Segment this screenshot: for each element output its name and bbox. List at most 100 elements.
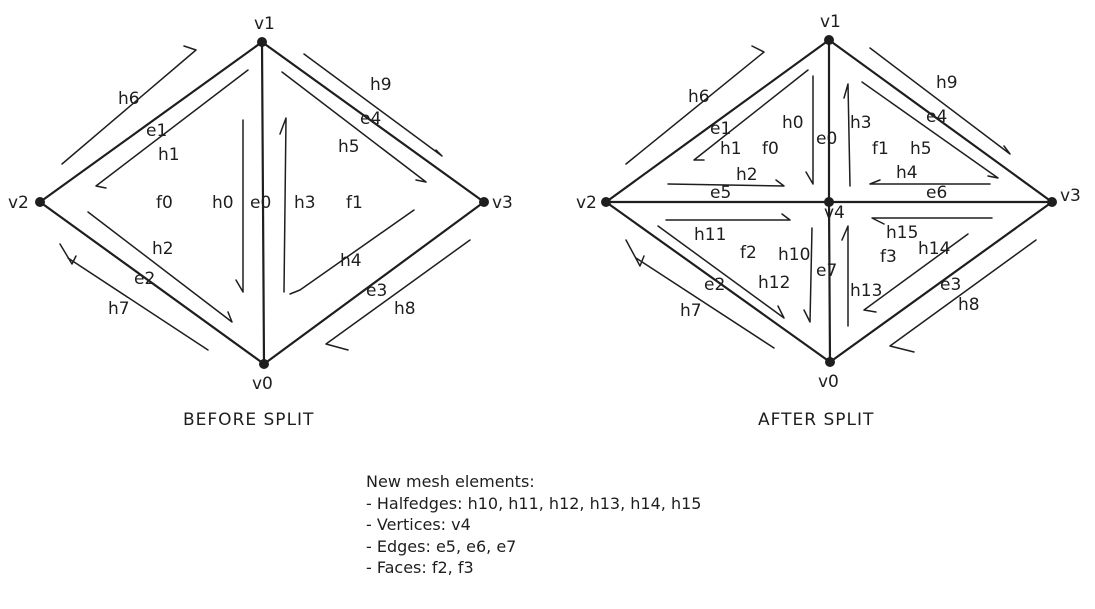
- label-h4: h4: [896, 163, 918, 183]
- halfedge-h7-arrow: [625, 239, 775, 349]
- label-h1: h1: [158, 145, 180, 165]
- edge-e3: [828, 200, 1054, 364]
- vertex-v2: [601, 197, 611, 207]
- label-h2: h2: [152, 239, 174, 259]
- halfedge-h0-arrow: [235, 119, 244, 293]
- label-f0: f0: [762, 139, 779, 159]
- label-h12: h12: [758, 273, 790, 293]
- edge-e1: [604, 38, 831, 204]
- label-f0: f0: [156, 193, 173, 213]
- halfedge-h4-arrow: [289, 209, 415, 295]
- label-h9: h9: [936, 73, 958, 93]
- before-split-panel: v1 v2 v3 v0 e0 e1 e2 e3 e4 f0 f1 h0 h1 h…: [8, 14, 513, 430]
- halfedge-h3-arrow: [843, 83, 851, 187]
- vertex-v2: [35, 197, 45, 207]
- halfedge-h13-arrow: [841, 225, 849, 327]
- before-split-caption: BEFORE SPLIT: [183, 410, 314, 430]
- halfedge-h3-arrow: [279, 117, 287, 293]
- label-e5: e5: [710, 183, 731, 203]
- notes-item-halfedges: - Halfedges: h10, h11, h12, h13, h14, h1…: [366, 493, 702, 513]
- edge-e0: [260, 40, 266, 366]
- label-h4: h4: [340, 251, 362, 271]
- edge-e1: [38, 40, 264, 204]
- label-f3: f3: [880, 247, 897, 267]
- label-f2: f2: [740, 243, 757, 263]
- label-h11: h11: [694, 225, 726, 245]
- label-h3: h3: [850, 113, 872, 133]
- label-e4: e4: [360, 109, 381, 129]
- halfedge-h10-arrow: [803, 227, 813, 323]
- halfedge-h1-arrow: [693, 69, 809, 161]
- notes-item-edges: - Edges: e5, e6, e7: [366, 536, 517, 556]
- edge-e3: [262, 200, 486, 366]
- label-v3: v3: [1060, 186, 1081, 206]
- label-h13: h13: [850, 281, 882, 301]
- edge-e4: [827, 38, 1054, 204]
- edge-e2: [604, 200, 832, 364]
- label-h9: h9: [370, 75, 392, 95]
- label-e3: e3: [366, 281, 387, 301]
- vertex-v0: [259, 359, 269, 369]
- label-h10: h10: [778, 245, 810, 265]
- label-e2: e2: [134, 269, 155, 289]
- label-e1: e1: [710, 119, 731, 139]
- notes-item-faces: - Faces: f2, f3: [366, 558, 474, 577]
- label-e7: e7: [816, 261, 837, 281]
- new-elements-notes: New mesh elements: - Halfedges: h10, h11…: [366, 471, 701, 579]
- halfedge-h9-arrow: [303, 53, 443, 157]
- label-h6: h6: [688, 87, 710, 107]
- label-h14: h14: [918, 239, 950, 259]
- label-e4: e4: [926, 107, 947, 127]
- label-h3: h3: [294, 193, 316, 213]
- label-h7: h7: [108, 299, 130, 319]
- halfedge-h11-arrow: [665, 213, 791, 221]
- label-v2: v2: [576, 193, 597, 213]
- halfedge-h14-arrow: [863, 233, 969, 313]
- label-v1: v1: [254, 14, 275, 34]
- halfedge-h6-arrow: [61, 45, 197, 165]
- label-h8: h8: [394, 299, 416, 319]
- halfedge-h7-arrow: [59, 243, 209, 351]
- label-h7: h7: [680, 301, 702, 321]
- halfedge-h2-arrow: [87, 211, 233, 323]
- edge-e4: [260, 40, 486, 204]
- halfedge-h9-arrow: [869, 47, 1011, 155]
- label-v1: v1: [820, 12, 841, 32]
- vertex-v1: [257, 37, 267, 47]
- label-h5: h5: [338, 137, 360, 157]
- halfedge-h6-arrow: [625, 45, 765, 165]
- halfedge-h8-arrow: [889, 239, 1037, 353]
- label-e1: e1: [146, 121, 167, 141]
- halfedge-h12-arrow: [657, 225, 785, 319]
- label-v0: v0: [252, 374, 273, 394]
- label-h15: h15: [886, 223, 918, 243]
- vertex-v4: [824, 197, 834, 207]
- halfedge-h5-arrow: [281, 71, 427, 183]
- edge-e7: [827, 200, 832, 364]
- label-h2: h2: [736, 165, 758, 185]
- label-h0: h0: [212, 193, 234, 213]
- notes-title: New mesh elements:: [366, 472, 535, 491]
- label-e0: e0: [816, 129, 837, 149]
- label-f1: f1: [872, 139, 889, 159]
- label-v4: v4: [824, 203, 845, 223]
- notes-item-vertices: - Vertices: v4: [366, 515, 471, 534]
- halfedge-h4-arrow: [869, 179, 991, 185]
- after-split-caption: AFTER SPLIT: [758, 410, 874, 430]
- label-v2: v2: [8, 193, 29, 213]
- label-h0: h0: [782, 113, 804, 133]
- vertex-v3: [479, 197, 489, 207]
- vertex-v3: [1047, 197, 1057, 207]
- label-e2: e2: [704, 275, 725, 295]
- halfedge-h8-arrow: [325, 239, 471, 351]
- label-h8: h8: [958, 295, 980, 315]
- label-e0: e0: [250, 193, 271, 213]
- halfedge-h1-arrow: [95, 69, 249, 189]
- label-v0: v0: [818, 372, 839, 392]
- halfedge-h2-arrow: [667, 179, 785, 187]
- label-f1: f1: [346, 193, 363, 213]
- label-e6: e6: [926, 183, 947, 203]
- halfedge-h0-arrow: [805, 75, 814, 185]
- label-h5: h5: [910, 139, 932, 159]
